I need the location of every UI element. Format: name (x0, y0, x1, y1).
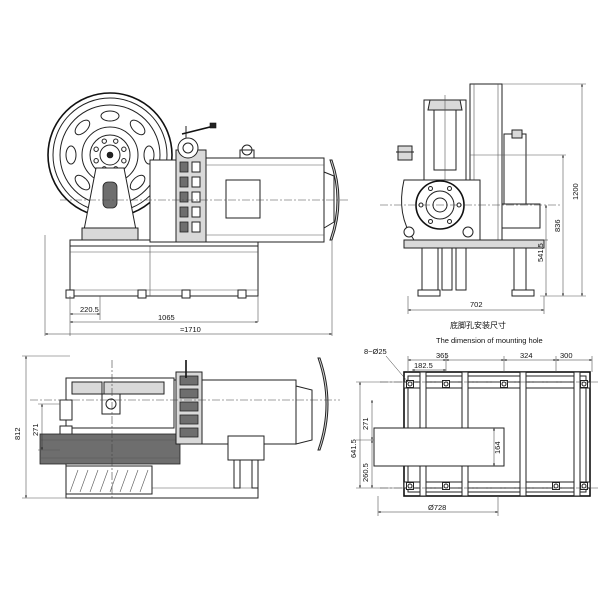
mounting-title-en: The dimension of mounting hole (436, 336, 543, 345)
dim-812: 812 (13, 427, 22, 440)
front-base-frame (69, 245, 259, 297)
dim-702: 702 (470, 300, 483, 309)
top-view: 812 271 (13, 355, 340, 500)
dim-271-top: 271 (31, 423, 40, 436)
dim-641-5: 641.5 (349, 439, 358, 458)
dim-728: Ø728 (428, 503, 446, 512)
dim-271-mount: 271 (361, 417, 370, 430)
dim-365: 365 (436, 351, 449, 360)
dim-164: 164 (493, 441, 502, 454)
dim-324: 324 (520, 351, 533, 360)
dim-1200: 1200 (571, 183, 580, 200)
mounting-title-cn: 底脚孔安装尺寸 (450, 320, 506, 330)
hole-spec: 8−Ø25 (364, 347, 387, 356)
side-view: 1200 836 541.5 702 (380, 83, 586, 314)
mounting-hole-plan: 底脚孔安装尺寸 The dimension of mounting hole 3… (349, 320, 598, 516)
dim-541-5: 541.5 (536, 243, 545, 262)
dim-220-5: 220.5 (80, 305, 99, 314)
dim-300: 300 (560, 351, 573, 360)
front-view: 220.5 1065 ≈1710 (44, 92, 350, 336)
front-motor (205, 157, 325, 243)
dim-182-5: 182.5 (414, 361, 433, 370)
dim-836: 836 (553, 219, 562, 232)
dim-1065: 1065 (158, 313, 175, 322)
dim-260-5: 260.5 (361, 463, 370, 482)
dim-1710: ≈1710 (180, 325, 201, 334)
